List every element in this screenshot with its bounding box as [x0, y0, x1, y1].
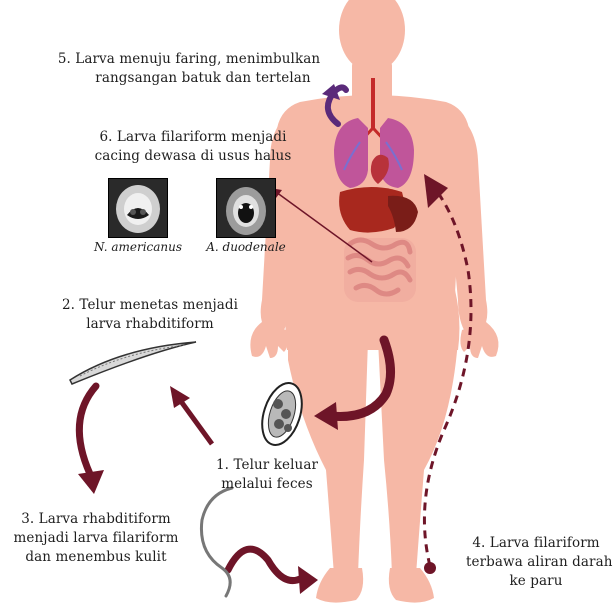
step-4-line-2: terbawa aliran darah [466, 553, 606, 572]
step-2-line-1: 2. Telur menetas menjadi [52, 296, 248, 315]
step-1-label: 1. Telur keluar melalui feces [206, 456, 328, 494]
left-foot [316, 568, 363, 603]
rhabditiform-larva [70, 342, 196, 384]
skin-penetration-arrow [228, 549, 318, 594]
step-4-line-3: ke paru [466, 572, 606, 591]
specimen-caption-1: N. americanus [88, 240, 188, 254]
filariform-larva [201, 488, 232, 596]
cycle-arrow-egg-to-larva [170, 386, 212, 444]
step-5-line-1: 5. Larva menuju faring, menimbulkan [48, 50, 330, 69]
step-5-label: 5. Larva menuju faring, menimbulkan rang… [48, 50, 330, 88]
step-1-line-2: melalui feces [206, 475, 328, 494]
step-6-line-2: cacing dewasa di usus halus [86, 147, 300, 166]
step-3-line-2: menjadi larva filariform [8, 529, 184, 548]
n-americanus-micrograph [108, 178, 168, 238]
step-4-line-1: 4. Larva filariform [466, 534, 606, 553]
step-6-label: 6. Larva filariform menjadi cacing dewas… [86, 128, 300, 166]
step-6-line-1: 6. Larva filariform menjadi [86, 128, 300, 147]
cycle-arrow-rhabditiform-to-filariform [78, 386, 104, 494]
step-2-label: 2. Telur menetas menjadi larva rhabditif… [52, 296, 248, 334]
step-2-line-2: larva rhabditiform [52, 315, 248, 334]
step-4-label: 4. Larva filariform terbawa aliran darah… [466, 534, 606, 591]
step-5-line-2: rangsangan batuk dan tertelan [76, 69, 330, 88]
step-3-label: 3. Larva rhabditiform menjadi larva fila… [8, 510, 184, 567]
step-3-line-3: dan menembus kulit [8, 548, 184, 567]
step-1-line-1: 1. Telur keluar [206, 456, 328, 475]
a-duodenale-micrograph [216, 178, 276, 238]
step-3-line-1: 3. Larva rhabditiform [8, 510, 184, 529]
specimen-caption-2: A. duodenale [196, 240, 296, 254]
